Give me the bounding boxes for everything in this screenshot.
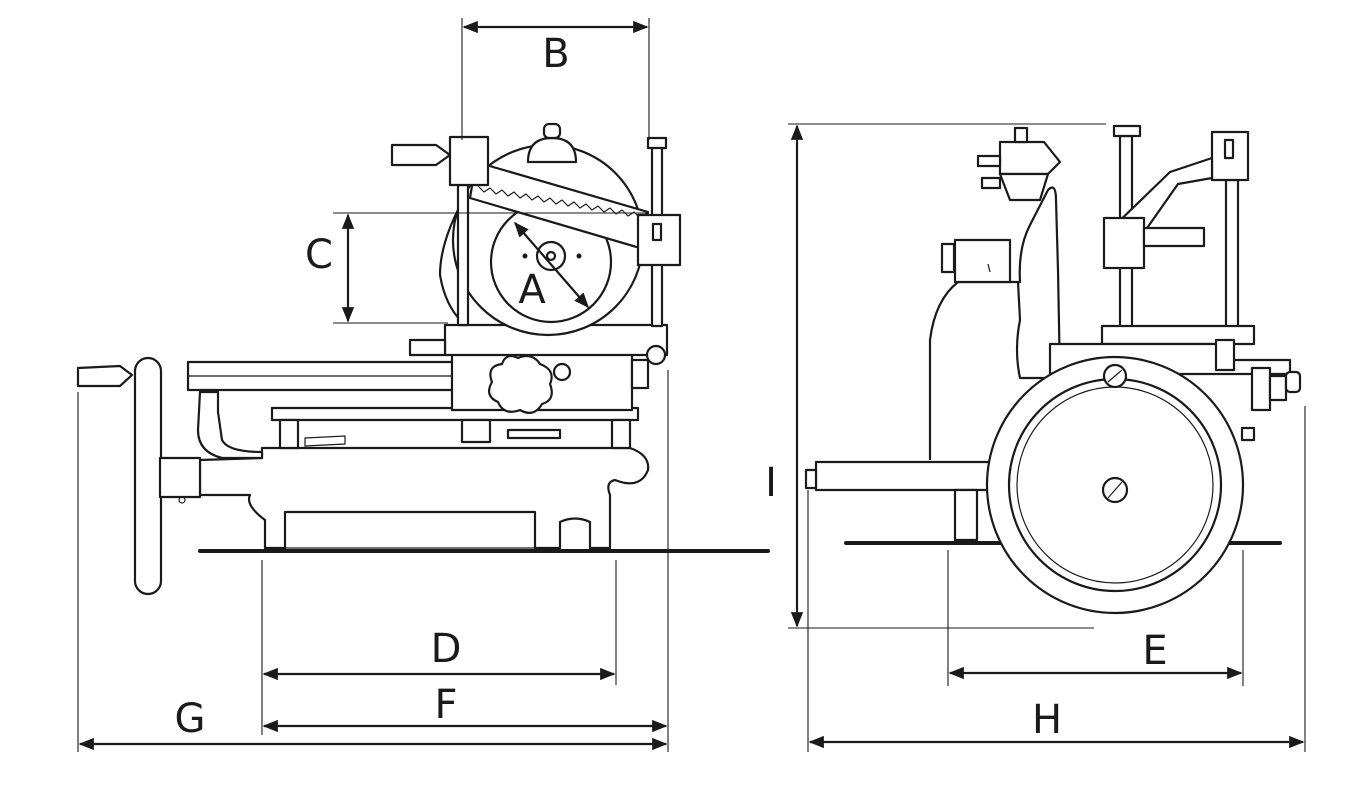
handwheel <box>133 356 163 596</box>
base-body <box>198 446 650 550</box>
flywheel-side-bolt <box>1240 426 1256 442</box>
crank-pin <box>178 496 186 504</box>
rail-block <box>460 418 492 444</box>
crank-hub <box>158 456 202 499</box>
front-view-slicer <box>804 124 1302 615</box>
hub-bolt-right <box>576 253 582 259</box>
side-knob <box>1268 374 1288 402</box>
front-table-clamp <box>1214 338 1236 372</box>
sharpener-teeth <box>477 185 653 221</box>
column-mark <box>987 263 991 273</box>
dimension-c-label: C <box>305 232 333 278</box>
crank-handle <box>76 364 134 388</box>
cap-knob <box>542 122 562 140</box>
carriage-screw <box>552 362 572 382</box>
pillar-slot <box>651 222 663 242</box>
blade-top-cap <box>526 136 578 164</box>
sharpener-handle <box>1142 226 1206 248</box>
top-clamp <box>998 140 1062 176</box>
dimension-a-label: A <box>518 267 546 313</box>
base-tray <box>284 512 535 549</box>
column-knob <box>940 242 956 274</box>
front-pillar-left-cap <box>1112 124 1142 138</box>
dimension-b-label: B <box>542 31 569 77</box>
star-knob <box>487 354 553 415</box>
rail-foot-left <box>278 418 300 450</box>
blade-guard <box>438 193 468 324</box>
carriage-leg <box>196 390 264 460</box>
dimension-h-label: H <box>1032 697 1062 743</box>
carriage-clamp <box>630 358 650 390</box>
top-clamp-pin <box>980 176 1002 190</box>
front-carriage-arm <box>814 460 1002 492</box>
side-knob-end <box>1284 370 1302 394</box>
side-view-slicer <box>76 122 770 596</box>
right-pillar-cap <box>646 136 668 150</box>
rail-foot-right <box>610 418 632 450</box>
side-knob-body <box>1250 366 1272 412</box>
front-carriage-tip <box>804 468 818 490</box>
table-lip <box>408 338 447 357</box>
front-pillar-right <box>1224 178 1240 334</box>
top-handle-left <box>390 143 452 167</box>
top-clamp-cap <box>1013 126 1029 144</box>
blade-center-bolt <box>545 250 557 262</box>
top-clamp-body <box>998 172 1050 202</box>
hub-bolt-left <box>522 253 528 259</box>
left-pillar-head <box>448 135 490 187</box>
flywheel-hub-slot <box>1107 481 1123 499</box>
rail-tab <box>506 428 562 440</box>
dimension-g-label: G <box>175 696 206 742</box>
flywheel-top-screw-slot <box>1107 369 1123 383</box>
table-knob <box>645 344 667 366</box>
dimension-i-label: I <box>765 460 777 506</box>
column-body <box>928 186 1062 460</box>
dimension-e-label: E <box>1142 628 1167 674</box>
top-clamp-lever <box>976 154 1002 168</box>
rail-latch <box>304 435 346 447</box>
front-pillar-slot <box>1223 138 1235 160</box>
dimension-d-label: D <box>431 626 462 672</box>
dimension-a-line <box>513 221 590 309</box>
sharpener-housing <box>1102 216 1146 270</box>
dimension-f-label: F <box>434 682 457 728</box>
column-neck <box>953 238 1012 284</box>
front-foot <box>953 488 979 542</box>
left-pillar <box>456 183 470 327</box>
